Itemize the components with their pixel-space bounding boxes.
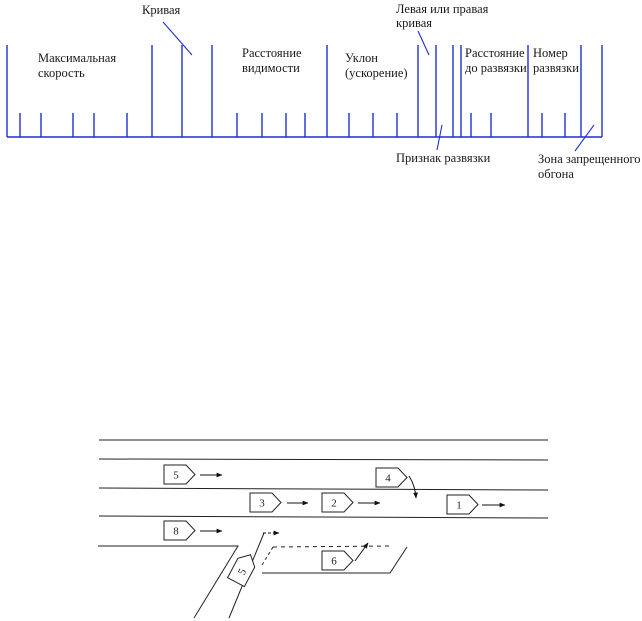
label-distance-to-interchange-2: до развязки [465,61,527,75]
vehicle-number: 1 [456,500,462,512]
vehicle-shape [321,550,354,571]
dashed-lane [272,545,391,548]
vehicle-number: 8 [173,526,179,538]
vehicle-number: 3 [259,498,265,510]
label-interchange-number-2: развязки [533,61,579,75]
vehicle-shape [446,494,479,515]
label-no-passing-zone-2: обгона [538,167,574,181]
vehicle-1: 1 [446,494,479,515]
lane-line [98,515,549,519]
vehicle-number: 5 [173,470,179,482]
label-left-right-curve-2: кривая [396,16,432,30]
label-no-passing-zone-1: Зона запрещенного [538,152,641,166]
vehicle-6: 6 [321,550,354,571]
vehicle-number: 2 [331,498,337,510]
label-max-speed-2: скорость [38,66,85,80]
vehicles: 5 4 3 2 1 8 6 5 [163,464,506,588]
label-grade-2: (ускорение) [345,66,408,80]
vehicle-shape [163,464,196,485]
pointer-curve [162,21,193,56]
vehicle-shape [375,467,408,488]
label-interchange-number-1: Номер [533,46,568,60]
merge-arrow [354,542,369,562]
vehicle-shape [163,520,196,541]
vehicle-number: 5 [236,566,249,577]
pointer-interchange-flag [436,124,443,151]
ramp-edge [262,546,408,574]
vehicle-3: 3 [249,492,282,513]
road-scene [98,439,549,619]
vehicle-8: 8 [163,520,196,541]
vehicle-number: 4 [385,473,391,485]
vehicle-shape [226,554,256,588]
vehicle-shape [321,492,354,513]
vehicle-shape [249,492,282,513]
lane-change-arrow [408,475,418,499]
label-left-right-curve-1: Левая или правая [396,2,489,16]
label-distance-to-interchange-1: Расстояние [465,46,525,60]
vehicle-2: 2 [321,492,354,513]
dashed-lane [261,546,274,566]
label-curve: Кривая [142,3,181,17]
pointer-left-right-curve [417,30,430,56]
label-max-speed-1: Максимальная [38,51,116,65]
lane-line [98,458,549,461]
label-interchange-flag: Признак развязки [396,151,491,165]
label-grade-1: Уклон [345,51,378,65]
label-sight-distance-1: Расстояние [242,46,302,60]
lane-line [98,487,549,491]
bit-field-diagram [6,45,603,138]
vehicle-number: 6 [331,556,337,568]
pointer-no-passing-zone [574,124,595,152]
vehicle-5: 5 [163,464,196,485]
vehicle-4: 4 [375,467,408,488]
vehicle-5: 5 [226,554,256,588]
ramp-edge [98,545,239,619]
label-sight-distance-2: видимости [242,61,300,75]
